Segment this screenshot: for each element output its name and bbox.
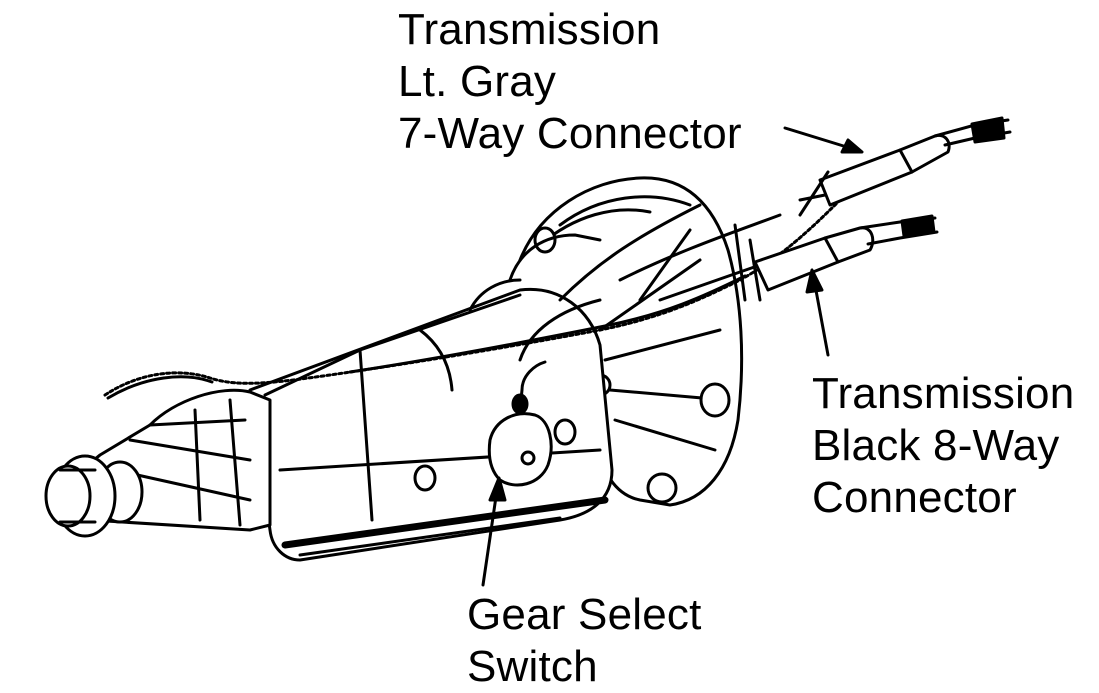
gear-switch-label-line1: Gear Select [467,590,702,639]
black-connector-label-line2: Black 8-Way [812,421,1060,470]
gray-connector-label-line2: Lt. Gray [398,57,557,106]
extension-housing [44,388,272,538]
black-connector-arrow [805,268,830,357]
gray-connector-label-line1: Transmission [398,5,661,54]
black-connector-label-line1: Transmission [812,369,1075,418]
gear-switch-label-line2: Switch [467,642,598,691]
gray-7way-connector [798,116,1012,217]
black-8way-connector [753,214,939,292]
black-connector-label-line3: Connector [812,473,1017,522]
gray-connector-label-line3: 7-Way Connector [398,109,742,158]
gear-switch-label: Gear Select Switch [467,589,702,693]
bell-housing [518,176,744,507]
wiring-harness [103,198,842,400]
gear-switch-arrow [481,476,507,587]
gear-select-switch [487,360,577,487]
gray-connector-arrow [783,126,864,154]
gray-connector-label: Transmission Lt. Gray 7-Way Connector [398,4,742,160]
black-connector-label: Transmission Black 8-Way Connector [812,368,1074,524]
